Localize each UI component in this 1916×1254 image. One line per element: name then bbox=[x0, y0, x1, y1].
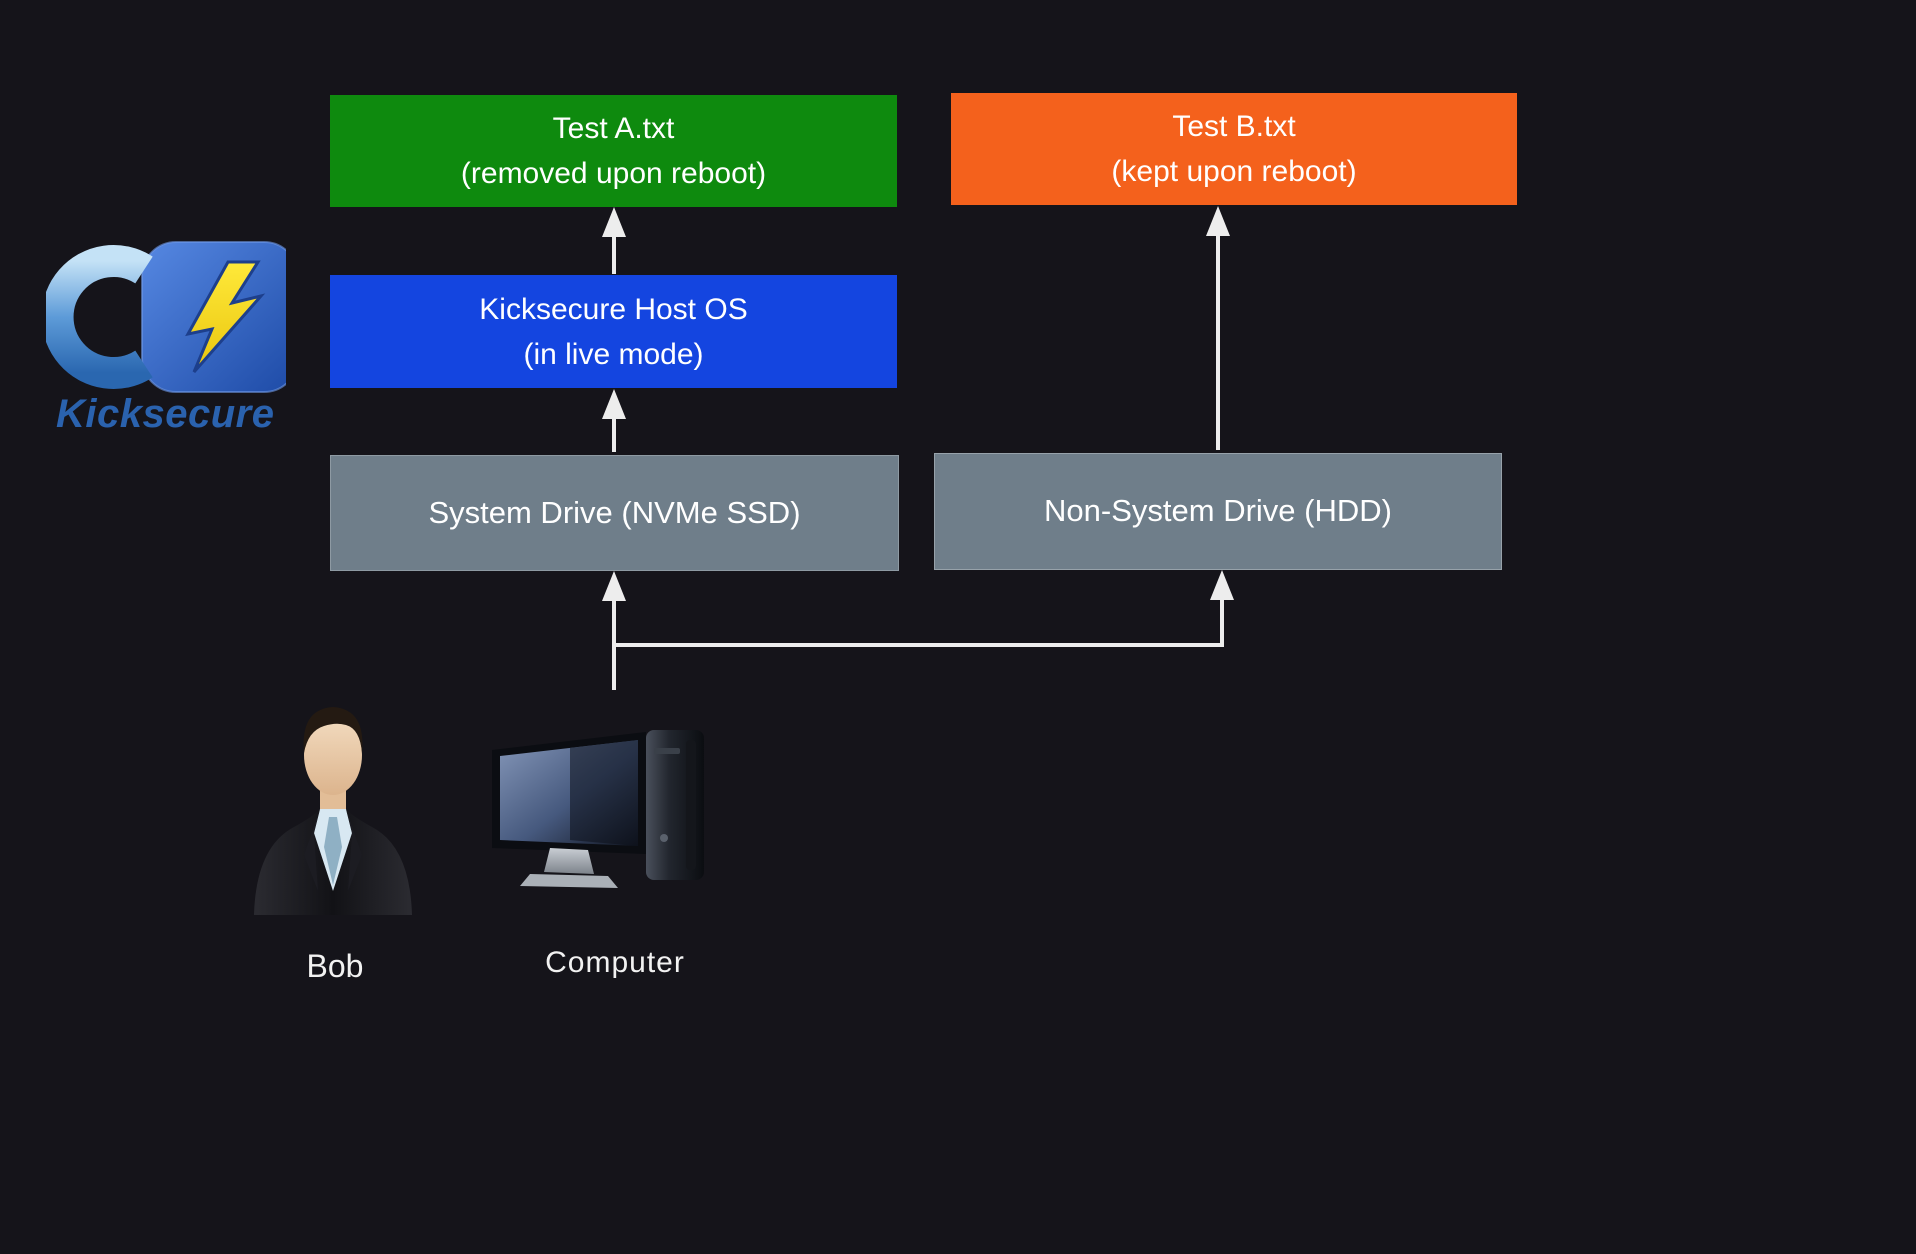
tower-drive-slot bbox=[654, 748, 680, 754]
test-b-subtitle: (kept upon reboot) bbox=[1111, 155, 1357, 188]
bob-avatar bbox=[248, 695, 418, 915]
bob-lapel-left bbox=[304, 809, 320, 891]
non-system-drive-label: Non-System Drive (HDD) bbox=[1044, 493, 1392, 529]
computer-label: Computer bbox=[545, 946, 685, 979]
brand-name: Kicksecure bbox=[56, 392, 275, 436]
tower-power-button bbox=[660, 834, 668, 842]
arrow-computer-to-nonsystemdrive bbox=[614, 570, 1234, 647]
host-os-subtitle: (in live mode) bbox=[523, 337, 704, 371]
bob-face bbox=[304, 715, 362, 795]
bob-lapel-right bbox=[346, 809, 362, 891]
bob-label: Bob bbox=[306, 948, 364, 984]
box-test-a: Test A.txt (removed upon reboot) bbox=[330, 95, 897, 207]
test-a-subtitle: (removed upon reboot) bbox=[460, 157, 767, 190]
box-system-drive: System Drive (NVMe SSD) bbox=[330, 455, 899, 571]
logo-lightning-icon bbox=[185, 260, 266, 373]
kicksecure-logo bbox=[41, 230, 299, 450]
test-a-title: Test A.txt bbox=[552, 112, 675, 145]
box-host-os: Kicksecure Host OS (in live mode) bbox=[330, 275, 897, 388]
arrow-hostos-to-testa bbox=[602, 207, 626, 274]
box-non-system-drive: Non-System Drive (HDD) bbox=[934, 453, 1502, 570]
system-drive-label: System Drive (NVMe SSD) bbox=[428, 494, 801, 530]
host-os-title: Kicksecure Host OS bbox=[479, 292, 748, 326]
monitor-screen-shade bbox=[570, 740, 638, 846]
monitor-stand bbox=[544, 848, 594, 874]
monitor-base bbox=[520, 874, 618, 888]
kicksecure-logo-icon bbox=[41, 241, 299, 393]
computer-icon bbox=[488, 728, 738, 898]
arrow-nonsystemdrive-to-testb bbox=[1206, 206, 1230, 450]
box-test-b: Test B.txt (kept upon reboot) bbox=[951, 93, 1517, 205]
logo-c-shape bbox=[41, 245, 153, 389]
arrow-systemdrive-to-hostos bbox=[602, 389, 626, 452]
arrow-computer-to-systemdrive bbox=[602, 571, 626, 690]
bob-tie bbox=[324, 817, 342, 885]
bob-hair bbox=[303, 707, 363, 753]
test-b-title: Test B.txt bbox=[1172, 110, 1296, 143]
tower-side bbox=[686, 740, 696, 870]
